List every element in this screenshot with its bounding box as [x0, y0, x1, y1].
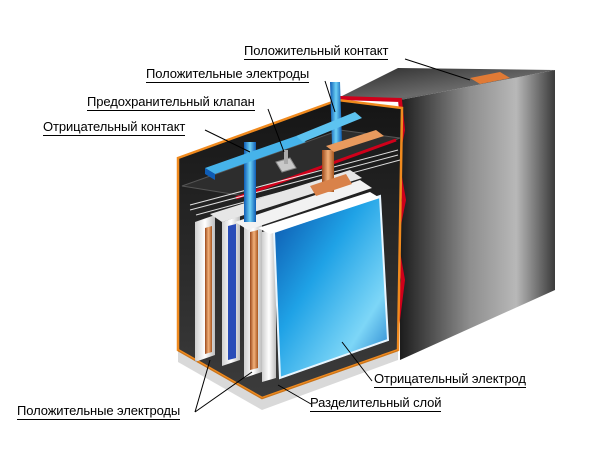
- positive-electrodes-bar: [296, 82, 362, 144]
- positive-contact-post: [310, 130, 384, 196]
- inner-red-line: [235, 138, 397, 200]
- label-safety-valve: Предохранительный клапан: [87, 94, 255, 111]
- label-separator-layer: Разделительный слой: [310, 395, 442, 412]
- casing-side: [400, 70, 555, 360]
- label-positive-contact: Положительный контакт: [244, 43, 389, 60]
- label-negative-electrode: Отрицательный электрод: [374, 371, 526, 388]
- label-positive-electrodes-bottom: Положительные электроды: [17, 403, 181, 420]
- negative-contact: [205, 136, 306, 222]
- safety-valve: [275, 150, 297, 173]
- label-positive-electrodes-top: Положительные электроды: [146, 66, 310, 83]
- base-shadow: [178, 350, 398, 410]
- top-positive-contact: [470, 72, 510, 84]
- label-negative-contact: Отрицательный контакт: [43, 119, 186, 136]
- leader-lines: [194, 58, 471, 413]
